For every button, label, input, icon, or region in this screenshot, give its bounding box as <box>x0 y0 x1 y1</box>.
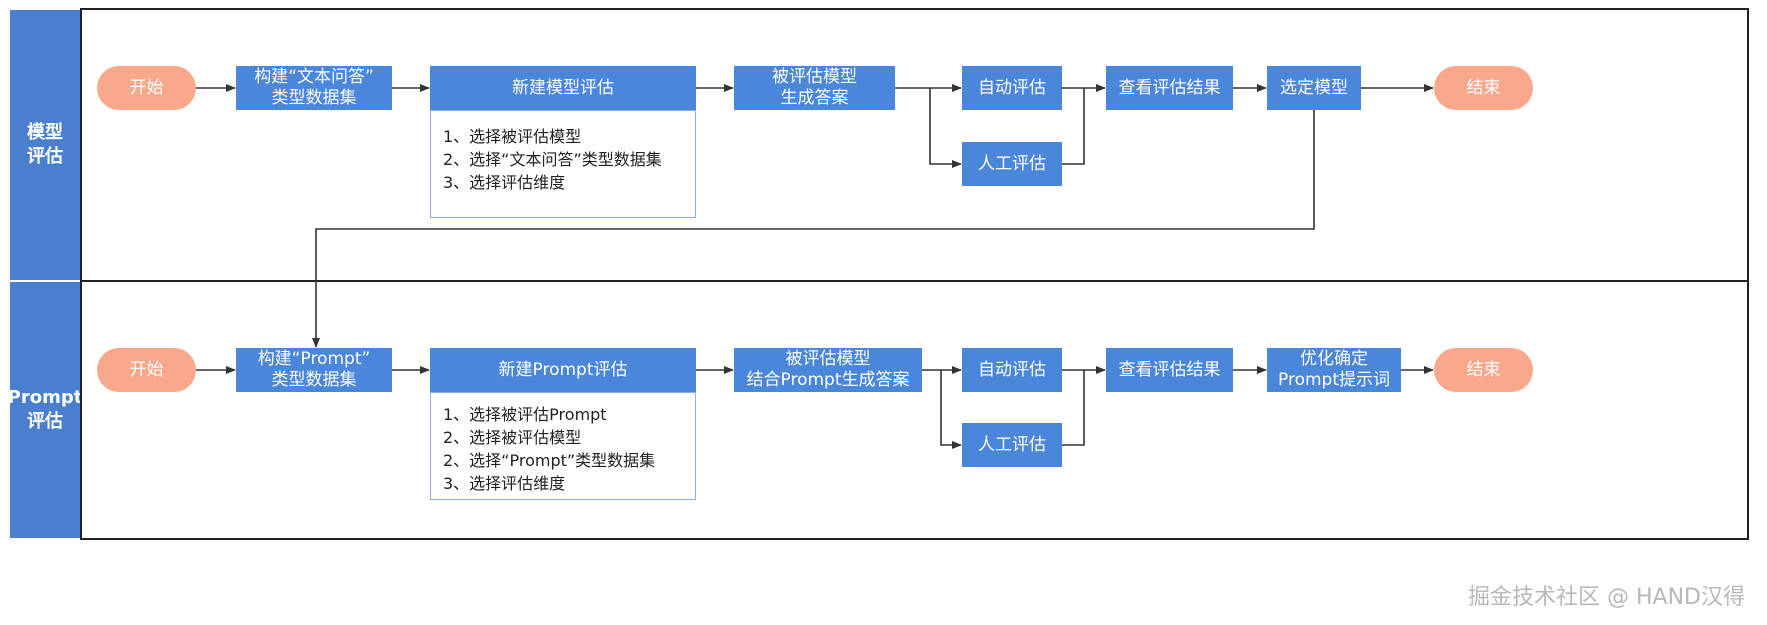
detail-line: 2、选择被评估模型 <box>443 428 582 447</box>
watermark: 掘金技术社区 @ HAND汉得 <box>1468 585 1745 610</box>
edge-generate-manual-2 <box>940 370 962 449</box>
edge-select-to-prompt-build <box>312 110 1315 348</box>
view-results-node-model: 查看评估结果 <box>1106 66 1233 110</box>
edge-manual-view-1 <box>1062 88 1085 165</box>
manual-eval-node-model: 人工评估 <box>962 142 1062 186</box>
detail-line: 2、选择“Prompt”类型数据集 <box>443 451 656 470</box>
detail-line: 1、选择被评估Prompt <box>443 405 607 424</box>
auto-eval-node-model: 自动评估 <box>962 66 1062 110</box>
edge-generate-manual-1 <box>929 88 962 168</box>
lane-label-prompt: Prompt 评估 <box>8 282 82 538</box>
new-eval-details-prompt: 1、选择被评估Prompt 2、选择被评估模型 2、选择“Prompt”类型数据… <box>430 392 696 500</box>
detail-line: 3、选择评估维度 <box>443 474 566 493</box>
detail-line: 2、选择“文本问答”类型数据集 <box>443 150 662 169</box>
edge-manual-view-2 <box>1062 370 1085 446</box>
auto-eval-node-prompt: 自动评估 <box>962 348 1062 392</box>
lane-label-model: 模型 评估 <box>10 10 80 280</box>
detail-line: 1、选择被评估模型 <box>443 127 582 146</box>
build-dataset-node-prompt: 构建“Prompt” 类型数据集 <box>236 348 392 392</box>
build-dataset-node-model: 构建“文本问答” 类型数据集 <box>236 66 392 110</box>
generate-node-prompt: 被评估模型 结合Prompt生成答案 <box>734 348 922 392</box>
lane-prompt <box>80 280 1749 540</box>
new-eval-node-prompt: 新建Prompt评估 <box>430 348 696 392</box>
new-eval-node-model: 新建模型评估 <box>430 66 696 110</box>
select-node-prompt: 优化确定 Prompt提示词 <box>1267 348 1401 392</box>
start-node-model: 开始 <box>97 66 196 110</box>
start-node-prompt: 开始 <box>97 348 196 392</box>
detail-line: 3、选择评估维度 <box>443 173 566 192</box>
generate-node-model: 被评估模型 生成答案 <box>734 66 895 110</box>
end-node-model: 结束 <box>1434 66 1533 110</box>
new-eval-details-model: 1、选择被评估模型 2、选择“文本问答”类型数据集 3、选择评估维度 <box>430 110 696 218</box>
select-node-model: 选定模型 <box>1267 66 1361 110</box>
manual-eval-node-prompt: 人工评估 <box>962 423 1062 467</box>
view-results-node-prompt: 查看评估结果 <box>1106 348 1233 392</box>
end-node-prompt: 结束 <box>1434 348 1533 392</box>
